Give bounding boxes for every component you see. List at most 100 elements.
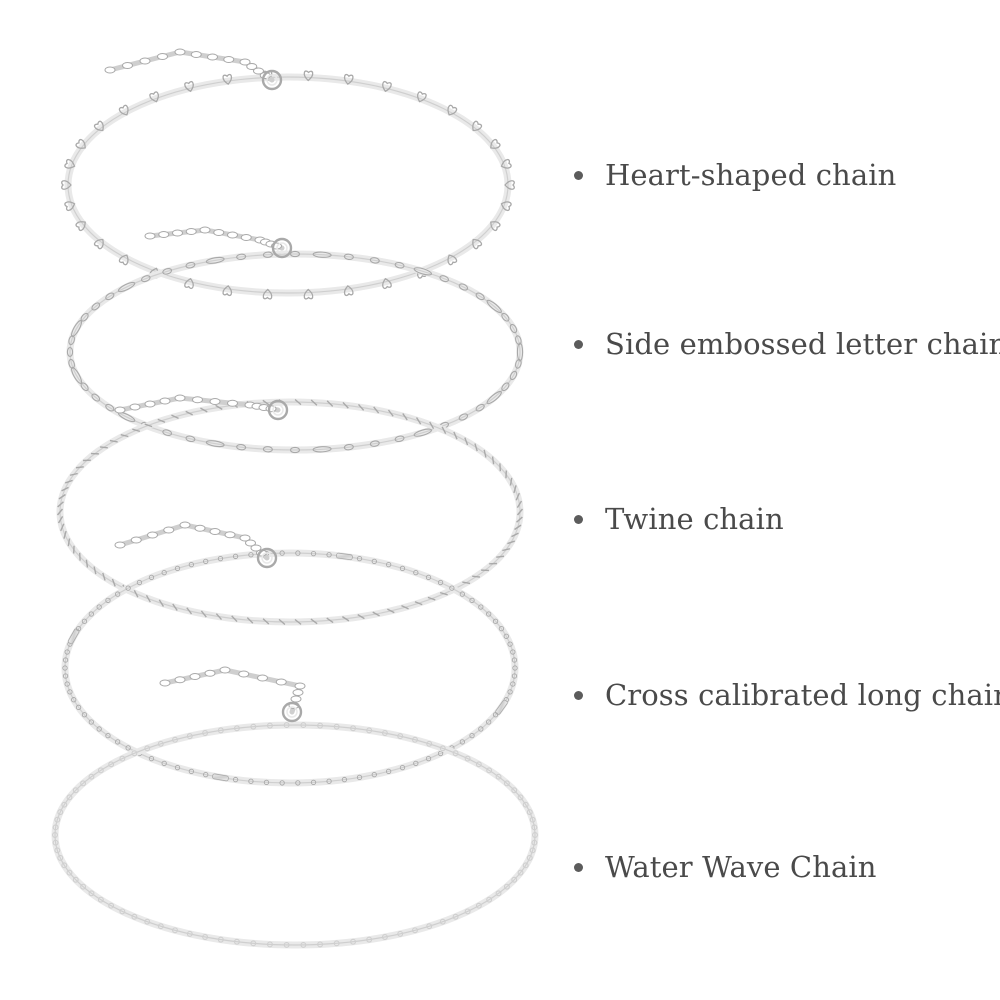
chain-link <box>501 382 510 392</box>
chain-link <box>88 611 94 617</box>
chain-link <box>504 180 515 190</box>
chain-link <box>80 780 87 787</box>
chain-link <box>62 673 69 679</box>
chain-link <box>64 681 70 687</box>
chain-link <box>215 613 223 621</box>
extension-link <box>144 400 156 408</box>
chain-link <box>200 407 208 413</box>
chain-link <box>475 403 485 412</box>
feature-item-heart-shaped: Heart-shaped chain <box>574 155 896 195</box>
chain-link <box>262 446 273 453</box>
chain-link <box>97 896 104 903</box>
chain-link <box>186 930 193 937</box>
bullet-icon <box>574 170 583 180</box>
chain-link <box>61 180 72 190</box>
chain-link <box>300 941 307 948</box>
chain-link <box>248 778 254 784</box>
chain-link <box>516 342 524 362</box>
chain-link <box>294 398 302 406</box>
chain-link <box>503 883 510 890</box>
chain-link <box>413 428 433 437</box>
chain-link <box>125 745 131 751</box>
chain-link <box>111 578 116 587</box>
extension-link <box>292 689 304 696</box>
chain-link <box>372 611 380 617</box>
extension-link <box>144 232 156 240</box>
chain-link <box>72 545 75 554</box>
chain-link <box>496 555 505 558</box>
chain-link <box>202 730 209 736</box>
chain-link <box>447 104 458 116</box>
chain-link <box>97 767 104 774</box>
chain-link <box>491 456 495 465</box>
chain-link <box>217 727 224 734</box>
chain-link <box>350 938 357 945</box>
chain-link <box>371 771 377 778</box>
chain-link <box>108 902 115 909</box>
chain-link <box>333 940 340 947</box>
chain-link <box>486 719 492 725</box>
chain-link <box>222 285 233 297</box>
extension-link <box>224 531 236 539</box>
chain-link <box>203 771 209 778</box>
extension-link <box>223 56 235 63</box>
extension-link <box>189 673 201 680</box>
chain-link <box>394 435 405 443</box>
chain-link <box>500 201 512 212</box>
clasp-icon <box>261 69 283 91</box>
chain-link <box>232 553 239 560</box>
chain-link <box>439 745 446 752</box>
extension-link <box>174 48 186 56</box>
chain-link <box>373 406 380 414</box>
chain-link <box>510 681 516 687</box>
chain-link <box>509 477 513 486</box>
extension-link <box>185 228 197 235</box>
chain-link <box>464 755 471 762</box>
chain-link <box>350 725 357 732</box>
chain-link <box>513 485 517 494</box>
chain-link <box>174 565 181 572</box>
chain-link <box>501 312 510 322</box>
extension-link <box>275 678 287 686</box>
chain-link <box>88 890 95 897</box>
chain-link <box>516 508 524 516</box>
chain-link <box>526 854 533 861</box>
chain-link <box>414 601 423 606</box>
chain-link <box>441 426 447 435</box>
chain-link <box>66 869 73 876</box>
chain-link <box>312 251 332 258</box>
extension-link <box>174 676 186 684</box>
chain-link <box>71 366 83 384</box>
chain-link <box>326 617 334 624</box>
chain-link <box>503 780 510 787</box>
chain-link <box>61 801 68 808</box>
extension-link <box>199 226 211 234</box>
chain-link <box>289 446 301 454</box>
chain-link <box>57 854 64 861</box>
chain-link <box>502 548 511 552</box>
chain-link <box>459 591 466 597</box>
chain-link <box>93 238 104 250</box>
chain-link <box>262 288 273 300</box>
chain-link <box>105 597 111 604</box>
chain-link <box>516 516 523 523</box>
chain-link <box>381 730 388 736</box>
chain-link <box>75 138 86 149</box>
chain-link <box>507 641 513 647</box>
chain-link <box>437 579 444 586</box>
chain-link <box>172 736 178 743</box>
chain-link <box>64 201 76 212</box>
extension-link <box>204 669 216 677</box>
chain-link <box>303 70 314 82</box>
chain-link <box>415 417 422 425</box>
chain-link <box>236 443 247 451</box>
chain-link <box>401 605 409 610</box>
chain-link <box>157 740 164 747</box>
chain-link <box>52 839 59 846</box>
chain-link <box>125 585 131 591</box>
chain-link <box>399 764 406 771</box>
chain-link <box>80 883 87 890</box>
chain-link <box>310 779 317 786</box>
chain-link <box>148 755 155 762</box>
